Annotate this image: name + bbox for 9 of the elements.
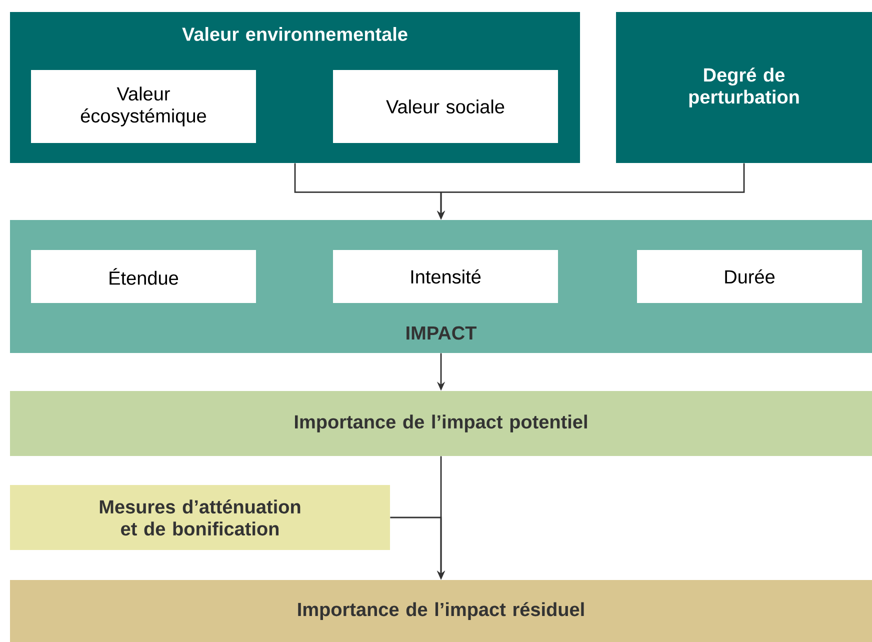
criterion-box: Étendue — [31, 250, 256, 303]
value-box: Valeur sociale — [333, 70, 558, 143]
result-band: Importance de l’impact résiduel — [10, 580, 872, 642]
criterion-box: Intensité — [333, 250, 558, 303]
value-box: Valeur écosystémique — [31, 70, 256, 143]
result-band: Importance de l’impact potentiel — [10, 391, 872, 456]
criterion-box: Degré de perturbation — [616, 12, 872, 163]
criterion-box: Durée — [637, 250, 862, 303]
measures-box: Mesures d’atténuation et de bonification — [10, 485, 390, 550]
